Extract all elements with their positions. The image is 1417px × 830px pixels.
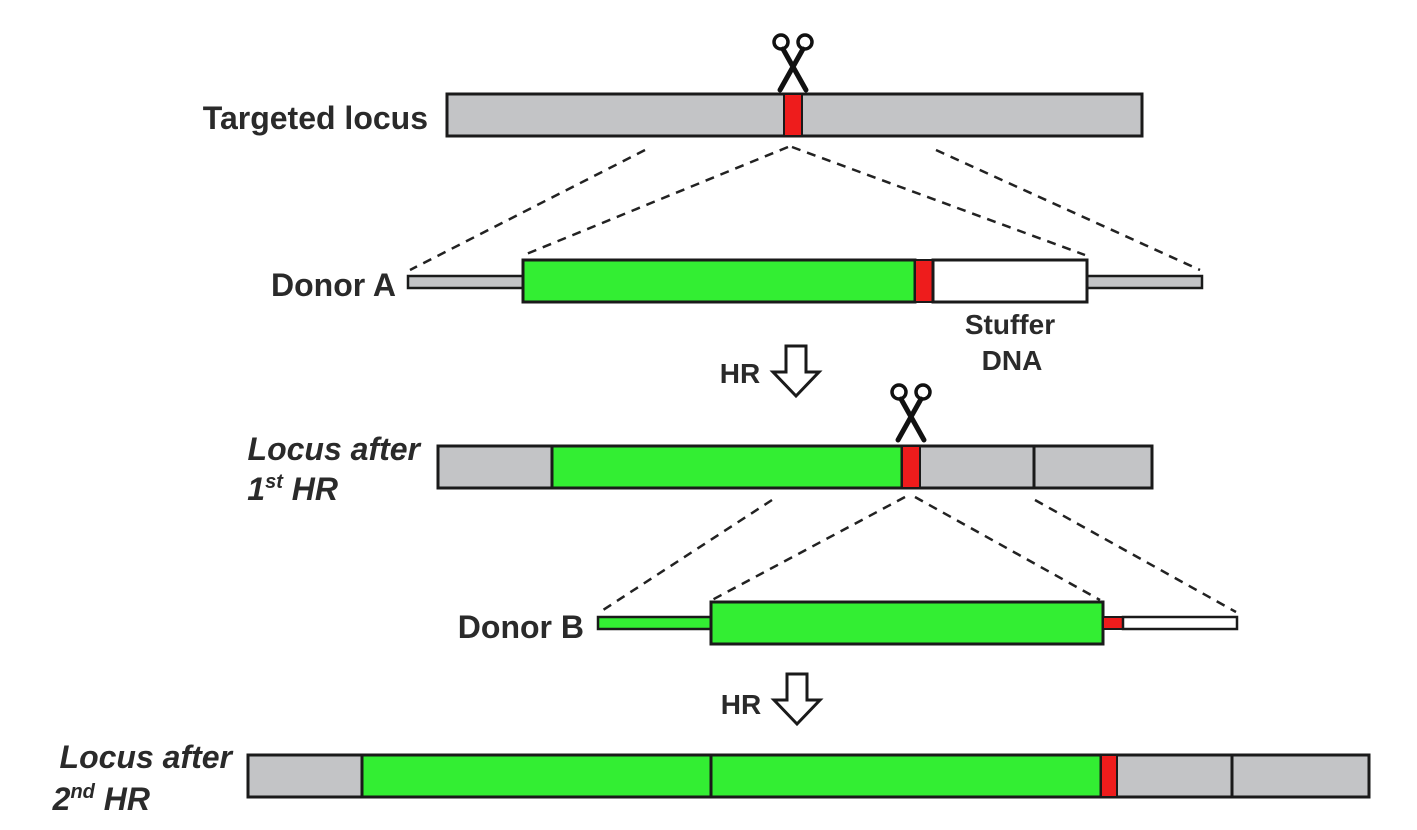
down-arrow-icon	[770, 672, 824, 727]
locus1-cut-site	[901, 445, 921, 489]
scissors-icon	[890, 383, 932, 443]
label-hr-1: HR	[720, 358, 760, 389]
donor-b-left-arm	[596, 615, 714, 631]
label-dna: DNA	[982, 345, 1043, 376]
donor-a-construct	[406, 258, 1204, 304]
donor-a-cut-site	[914, 259, 934, 303]
label-stuffer: Stuffer	[965, 309, 1055, 340]
label-locus-after-2nd-line2: 2nd HR	[52, 781, 150, 817]
donor-b-construct	[596, 600, 1239, 646]
locus2-cut-site	[1100, 754, 1118, 798]
label-locus-after-1st-line2: 1st HR	[247, 471, 338, 507]
donor-a-stuffer-dna	[931, 258, 1089, 304]
locus1-green-cassette	[550, 444, 904, 490]
cut-site-1	[783, 93, 803, 137]
projection-lines-2	[599, 495, 1237, 614]
locus-after-1st-hr-bar	[436, 444, 1154, 490]
label-donor-b: Donor B	[458, 609, 584, 645]
scissors-icon	[772, 33, 814, 93]
donor-b-green-cassette	[709, 600, 1105, 646]
targeted-locus-bar	[445, 92, 1144, 138]
locus2-green-cassette	[360, 753, 1103, 799]
projection-lines-1	[409, 145, 1201, 272]
locus-after-2nd-hr-bar	[246, 753, 1371, 799]
donor-a-right-arm	[1084, 274, 1204, 290]
donor-a-green-cassette	[521, 258, 917, 304]
label-donor-a: Donor A	[271, 267, 396, 303]
label-hr-2: HR	[721, 689, 761, 720]
donor-b-right-arm	[1121, 615, 1239, 631]
label-locus-after-2nd-line1: Locus after	[60, 739, 234, 775]
donor-b-cut-site-remnant	[1102, 616, 1124, 630]
donor-a-left-arm	[406, 274, 526, 290]
down-arrow-icon	[769, 344, 823, 399]
label-locus-after-1st-line1: Locus after	[248, 431, 422, 467]
label-targeted-locus: Targeted locus	[203, 100, 428, 136]
